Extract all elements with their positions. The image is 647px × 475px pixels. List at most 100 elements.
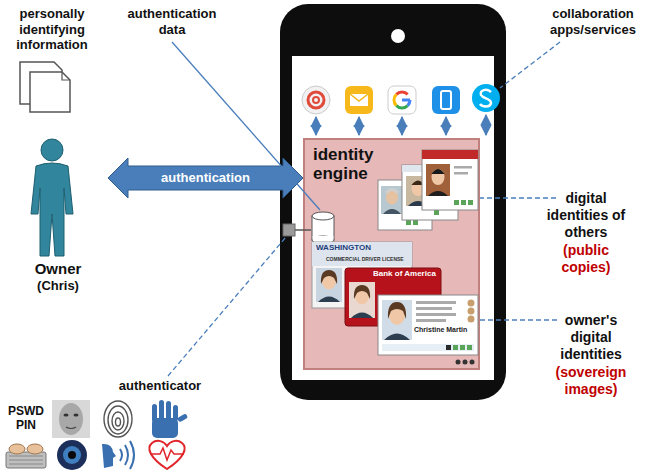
card-text: Christine Martin <box>414 326 467 334</box>
id-card <box>454 166 472 169</box>
business-card <box>460 345 465 350</box>
person-figure <box>41 139 63 161</box>
callout-label: personally identifying information <box>2 6 102 53</box>
app-arrows <box>316 115 486 135</box>
callout-label: collaboration apps/services <box>542 6 644 37</box>
fingerprint-icon <box>116 418 121 426</box>
leader-line <box>168 237 286 376</box>
callout-label: authenticator <box>100 378 220 394</box>
phone <box>280 4 506 400</box>
person-node: Owner(Chris) <box>10 138 106 294</box>
heart-icon <box>149 441 184 469</box>
callout-label: PSWD PIN <box>4 404 48 433</box>
voice-icon <box>102 444 116 468</box>
document-icon <box>20 62 70 112</box>
mail-icon <box>345 86 373 114</box>
driver-license-card <box>312 242 412 266</box>
skype-icon <box>480 90 491 107</box>
node-text: Owner <box>10 260 106 278</box>
business-card <box>446 345 451 350</box>
id-card <box>386 190 398 194</box>
google-icon <box>396 106 407 108</box>
keyboard-icon <box>6 444 46 468</box>
face-icon <box>74 414 79 417</box>
phone <box>391 29 405 43</box>
business-card <box>382 300 412 340</box>
more-dots <box>463 360 468 365</box>
app-arrows <box>401 117 403 135</box>
hand-icon <box>177 413 188 422</box>
google-icon <box>394 94 396 105</box>
id-card <box>468 200 473 205</box>
driver-license-card <box>316 268 342 302</box>
voice-icon <box>102 441 134 469</box>
business-card <box>468 300 475 307</box>
phone-app-icon <box>432 86 460 114</box>
google-icon <box>388 86 416 114</box>
id-card <box>402 165 458 220</box>
node-text: (Chris) <box>10 278 106 294</box>
heart-icon <box>150 448 184 460</box>
callout-label: owner's digital identities <box>550 312 632 362</box>
database-icon <box>313 236 334 240</box>
callout-label: digital identities of others <box>545 190 627 240</box>
block-arrow <box>108 158 303 198</box>
business-card <box>468 308 475 315</box>
face-icon <box>59 403 83 435</box>
id-card <box>402 165 458 220</box>
business-card <box>416 307 452 310</box>
phone <box>292 56 494 380</box>
heart-icon <box>149 441 184 469</box>
hand-icon <box>159 400 164 420</box>
driver-license-card <box>321 270 337 284</box>
business-card <box>384 334 410 341</box>
id-card <box>386 190 398 205</box>
fingerprint-icon <box>104 401 132 437</box>
id-card <box>426 164 450 196</box>
mail-icon <box>350 94 368 106</box>
fingerprint-icon <box>112 412 124 430</box>
google-icon <box>402 100 410 106</box>
id-card <box>422 150 478 159</box>
keyboard-icon <box>9 456 43 464</box>
id-card <box>461 200 466 205</box>
face-icon <box>52 400 90 438</box>
card-text: WASHINGTON <box>316 244 371 253</box>
phone <box>280 4 506 400</box>
app-arrows <box>445 117 447 135</box>
leader-line <box>480 319 557 320</box>
id-card <box>381 186 403 214</box>
business-card <box>378 295 478 355</box>
voice-icon <box>130 441 134 469</box>
eye-icon <box>57 440 87 470</box>
fingerprint-icon <box>108 406 128 434</box>
mail-icon <box>345 86 373 114</box>
more-dots <box>470 360 475 365</box>
app-arrows <box>358 117 360 135</box>
face-icon <box>52 400 90 438</box>
face-icon <box>64 414 69 417</box>
phone-app-icon <box>432 86 460 114</box>
wire <box>295 229 311 231</box>
card-text: Bank of America <box>373 270 436 279</box>
app-arrows <box>315 117 317 135</box>
email-icon <box>302 86 330 114</box>
keyboard-icon <box>27 444 43 454</box>
id-card <box>432 169 445 174</box>
bank-card <box>349 282 375 318</box>
id-card <box>432 169 445 185</box>
hand-icon <box>166 401 171 420</box>
google-icon <box>388 86 416 114</box>
bank-card <box>351 313 373 319</box>
document-icon <box>62 72 70 80</box>
plug <box>283 224 295 236</box>
business-card <box>416 319 446 322</box>
database-icon <box>312 212 334 244</box>
business-card <box>416 301 456 304</box>
keyboard-icon <box>6 452 46 468</box>
keyboard-icon <box>9 444 25 454</box>
id-card <box>406 220 411 225</box>
eye-icon <box>57 440 87 470</box>
business-card <box>388 302 406 319</box>
